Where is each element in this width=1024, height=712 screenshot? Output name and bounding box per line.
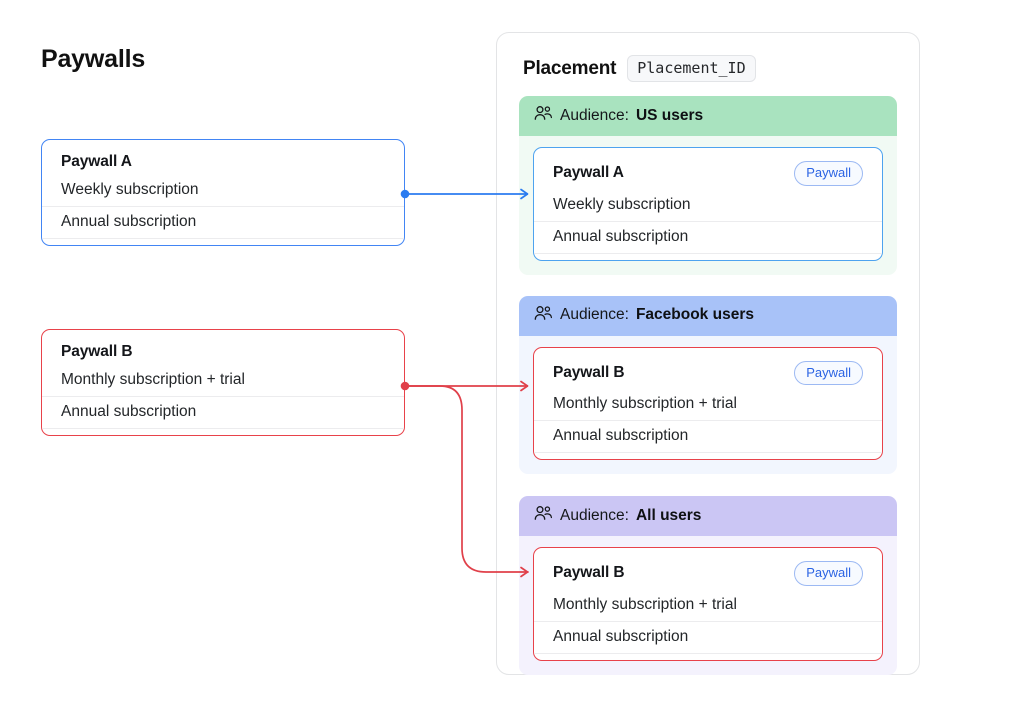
placement-paywall-card-facebook-users[interactable]: Paywall B Paywall Monthly subscription +… [533, 346, 883, 461]
placement-id-badge[interactable]: Placement_ID [627, 55, 756, 82]
audience-group-facebook-users: Audience: Facebook users Paywall B Paywa… [519, 295, 897, 475]
list-item[interactable]: Annual subscription [534, 222, 882, 254]
placement-card-rows: Weekly subscription Annual subscription [534, 190, 882, 260]
audience-prefix-label: Audience: [560, 106, 629, 124]
users-group-icon [534, 505, 553, 526]
paywall-card-a[interactable]: Paywall A Weekly subscription Annual sub… [41, 139, 405, 246]
placement-paywall-card-all-users[interactable]: Paywall B Paywall Monthly subscription +… [533, 547, 883, 661]
placement-card-header: Paywall A Paywall [534, 148, 882, 190]
paywall-card-b-header: Paywall B [42, 330, 404, 365]
list-item[interactable]: Monthly subscription + trial [534, 590, 882, 622]
paywall-card-b-rows: Monthly subscription + trial Annual subs… [42, 365, 404, 435]
status-badge[interactable]: Paywall [794, 561, 863, 586]
paywall-card-a-header: Paywall A [42, 140, 404, 175]
users-group-icon [534, 305, 553, 326]
placement-card-header: Paywall B Paywall [534, 548, 882, 590]
audience-value-all-users: All users [635, 506, 702, 524]
list-item[interactable]: Annual subscription [42, 207, 404, 239]
placement-card-rows: Monthly subscription + trial Annual subs… [534, 389, 882, 459]
placement-card-title: Paywall B [553, 564, 625, 582]
list-item[interactable]: Annual subscription [42, 397, 404, 429]
status-badge[interactable]: Paywall [794, 360, 863, 386]
placement-header: Placement Placement_ID [497, 33, 919, 82]
placement-card-rows: Monthly subscription + trial Annual subs… [534, 590, 882, 660]
list-item[interactable]: Weekly subscription [534, 190, 882, 222]
list-item[interactable]: Weekly subscription [42, 175, 404, 207]
audience-header-facebook-users: Audience: Facebook users [519, 295, 897, 336]
page-title: Paywalls [41, 45, 146, 73]
paywall-card-b-title: Paywall B [61, 343, 133, 360]
audience-prefix-label: Audience: [560, 506, 629, 524]
list-item[interactable]: Annual subscription [534, 622, 882, 654]
placement-paywall-card-us-users[interactable]: Paywall A Paywall Weekly subscription An… [533, 147, 883, 261]
audience-group-us-users: Audience: US users Paywall A Paywall Wee… [519, 96, 897, 275]
audience-body-all-users: Paywall B Paywall Monthly subscription +… [519, 536, 897, 675]
paywall-card-a-title: Paywall A [61, 153, 132, 170]
audience-header-all-users: Audience: All users [519, 496, 897, 537]
users-group-icon [534, 105, 553, 126]
placement-panel: Placement Placement_ID Audience: US user… [496, 32, 920, 675]
audience-body-facebook-users: Paywall B Paywall Monthly subscription +… [519, 335, 897, 475]
list-item[interactable]: Monthly subscription + trial [534, 389, 882, 422]
placement-card-title: Paywall B [553, 363, 625, 381]
audience-body-us-users: Paywall A Paywall Weekly subscription An… [519, 136, 897, 275]
audience-value-facebook-users: Facebook users [635, 306, 754, 324]
paywall-card-b[interactable]: Paywall B Monthly subscription + trial A… [41, 329, 405, 436]
audience-header-us-users: Audience: US users [519, 96, 897, 136]
placement-card-header: Paywall B Paywall [534, 348, 882, 390]
placement-card-title: Paywall A [553, 164, 624, 182]
audience-prefix-label: Audience: [560, 306, 629, 324]
audience-group-all-users: Audience: All users Paywall B Paywall Mo… [519, 496, 897, 675]
paywall-card-a-rows: Weekly subscription Annual subscription [42, 175, 404, 245]
audience-value-us-users: US users [635, 106, 704, 124]
list-item[interactable]: Monthly subscription + trial [42, 365, 404, 397]
placement-label: Placement [523, 57, 617, 79]
status-badge[interactable]: Paywall [794, 161, 863, 186]
list-item[interactable]: Annual subscription [534, 421, 882, 454]
